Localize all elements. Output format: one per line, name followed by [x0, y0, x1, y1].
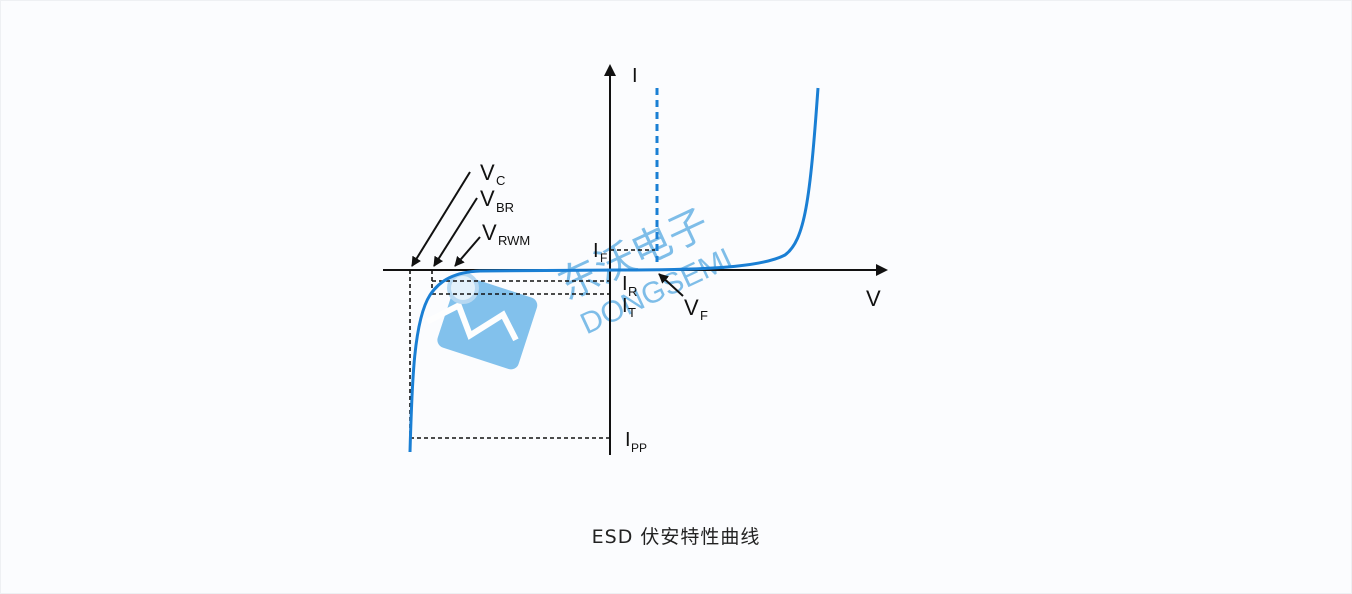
svg-text:T: T: [628, 305, 636, 320]
watermark-logo: [425, 272, 538, 370]
label-vrwm: V RWM: [482, 220, 530, 248]
svg-text:V: V: [480, 160, 495, 185]
svg-text:V: V: [482, 220, 497, 245]
label-it: I T: [622, 295, 636, 320]
svg-text:V: V: [684, 295, 699, 320]
label-if: I F: [593, 240, 607, 265]
svg-text:I: I: [625, 429, 631, 451]
svg-text:BR: BR: [496, 200, 514, 215]
label-vf: V F: [684, 295, 708, 323]
svg-text:I: I: [622, 295, 628, 317]
vf-arrow: [658, 273, 684, 297]
svg-text:I: I: [593, 240, 599, 262]
label-ipp: I PP: [625, 429, 647, 455]
vc-arrow: [411, 171, 471, 267]
iv-curve: [408, 87, 820, 453]
label-vc: V C: [480, 160, 505, 188]
svg-text:F: F: [600, 251, 607, 265]
svg-text:F: F: [700, 308, 708, 323]
vbr-arrow: [433, 197, 478, 267]
svg-text:I: I: [622, 273, 628, 295]
i-axis-label: I: [632, 65, 638, 87]
svg-text:R: R: [628, 284, 637, 299]
diagram-caption: ESD 伏安特性曲线: [591, 526, 761, 548]
svg-text:PP: PP: [631, 441, 647, 455]
svg-text:RWM: RWM: [498, 233, 530, 248]
v-axis-label: V: [866, 286, 881, 311]
svg-text:V: V: [480, 186, 495, 211]
svg-text:C: C: [496, 173, 505, 188]
label-ir: I R: [622, 273, 637, 299]
label-vbr: V BR: [480, 186, 514, 215]
vrwm-arrow: [454, 236, 481, 267]
